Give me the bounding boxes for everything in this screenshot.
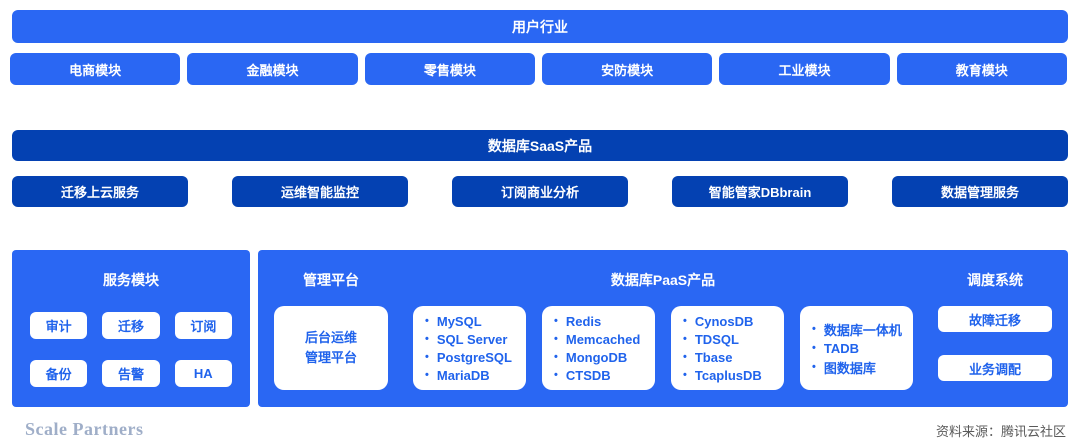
saas-service-data-management: 数据管理服务 bbox=[892, 176, 1068, 207]
platform-box: 管理平台 后台运维 管理平台 数据库PaaS产品 •MySQL •SQL Ser… bbox=[258, 250, 1068, 407]
bullet-icon: • bbox=[683, 369, 687, 381]
bullet-icon: • bbox=[554, 315, 558, 327]
service-chip-ha: HA bbox=[174, 360, 232, 387]
bullet-icon: • bbox=[425, 369, 429, 381]
bullet-icon: • bbox=[554, 333, 558, 345]
bullet-icon: • bbox=[683, 333, 687, 345]
service-module-title: 服务模块 bbox=[103, 272, 159, 288]
paas-card-appliance: •数据库一体机 •TADB •图数据库 bbox=[800, 306, 913, 390]
service-chip-alert: 告警 bbox=[102, 360, 160, 387]
bullet-icon: • bbox=[554, 351, 558, 363]
bullet-icon: • bbox=[554, 369, 558, 381]
scheduling-allocation-button: 业务调配 bbox=[938, 355, 1052, 381]
management-platform-title: 管理平台 bbox=[303, 272, 359, 288]
module-ecommerce: 电商模块 bbox=[10, 53, 181, 85]
management-platform-column: 管理平台 后台运维 管理平台 bbox=[274, 270, 388, 407]
service-module-grid: 审计 迁移 订阅 备份 告警 HA bbox=[30, 312, 232, 387]
service-chip-audit: 审计 bbox=[30, 312, 88, 339]
saas-services-row: 迁移上云服务 运维智能监控 订阅商业分析 智能管家DBbrain 数据管理服务 bbox=[12, 176, 1068, 207]
bullet-icon: • bbox=[812, 361, 816, 373]
scheduling-title: 调度系统 bbox=[967, 272, 1023, 288]
service-chip-backup: 备份 bbox=[30, 360, 88, 387]
module-finance: 金融模块 bbox=[187, 53, 358, 85]
bullet-icon: • bbox=[683, 351, 687, 363]
paas-title: 数据库PaaS产品 bbox=[610, 272, 716, 288]
bullet-icon: • bbox=[812, 342, 816, 354]
industry-bar: 用户行业 bbox=[12, 10, 1068, 43]
scheduling-column: 调度系统 故障迁移 业务调配 bbox=[938, 270, 1052, 407]
bullet-icon: • bbox=[425, 315, 429, 327]
bullet-icon: • bbox=[425, 351, 429, 363]
paas-products-column: 数据库PaaS产品 •MySQL •SQL Server •PostgreSQL… bbox=[388, 270, 938, 407]
module-retail: 零售模块 bbox=[364, 53, 535, 85]
module-security: 安防模块 bbox=[541, 53, 713, 85]
saas-bar-label: 数据库SaaS产品 bbox=[487, 137, 593, 154]
paas-card-nosql: •Redis •Memcached •MongoDB •CTSDB bbox=[542, 306, 655, 390]
ops-platform-card-line2: 管理平台 bbox=[304, 350, 357, 365]
service-module-box: 服务模块 审计 迁移 订阅 备份 告警 HA bbox=[12, 250, 250, 407]
module-education: 教育模块 bbox=[896, 53, 1067, 85]
footer-brand: Scale Partners bbox=[25, 419, 144, 439]
saas-service-migration: 迁移上云服务 bbox=[12, 176, 188, 207]
saas-service-analytics: 订阅商业分析 bbox=[452, 176, 628, 207]
bullet-icon: • bbox=[425, 333, 429, 345]
service-chip-subscription: 订阅 bbox=[174, 312, 232, 339]
source-caption: 资料来源：腾讯云社区 bbox=[935, 424, 1066, 439]
paas-card-relational: •MySQL •SQL Server •PostgreSQL •MariaDB bbox=[413, 306, 526, 390]
industry-modules-row: 电商模块 金融模块 零售模块 安防模块 工业模块 教育模块 bbox=[10, 53, 1067, 85]
bottom-section: 服务模块 审计 迁移 订阅 备份 告警 HA 管理平台 后台运维 管理平台 bbox=[12, 250, 1068, 407]
ops-platform-card-line1: 后台运维 bbox=[304, 330, 357, 345]
saas-bar: 数据库SaaS产品 bbox=[12, 130, 1068, 161]
ops-platform-card: 后台运维 管理平台 bbox=[274, 306, 388, 390]
service-chip-migration: 迁移 bbox=[102, 312, 160, 339]
industry-bar-label: 用户行业 bbox=[512, 18, 568, 35]
paas-cards-row: •MySQL •SQL Server •PostgreSQL •MariaDB … bbox=[396, 290, 930, 390]
bullet-icon: • bbox=[683, 315, 687, 327]
scheduling-failover-button: 故障迁移 bbox=[938, 306, 1052, 332]
saas-service-dbbrain: 智能管家DBbrain bbox=[672, 176, 848, 207]
bullet-icon: • bbox=[812, 323, 816, 335]
paas-card-distributed: •CynosDB •TDSQL •Tbase •TcaplusDB bbox=[671, 306, 784, 390]
saas-service-monitoring: 运维智能监控 bbox=[232, 176, 408, 207]
module-industrial: 工业模块 bbox=[719, 53, 890, 85]
